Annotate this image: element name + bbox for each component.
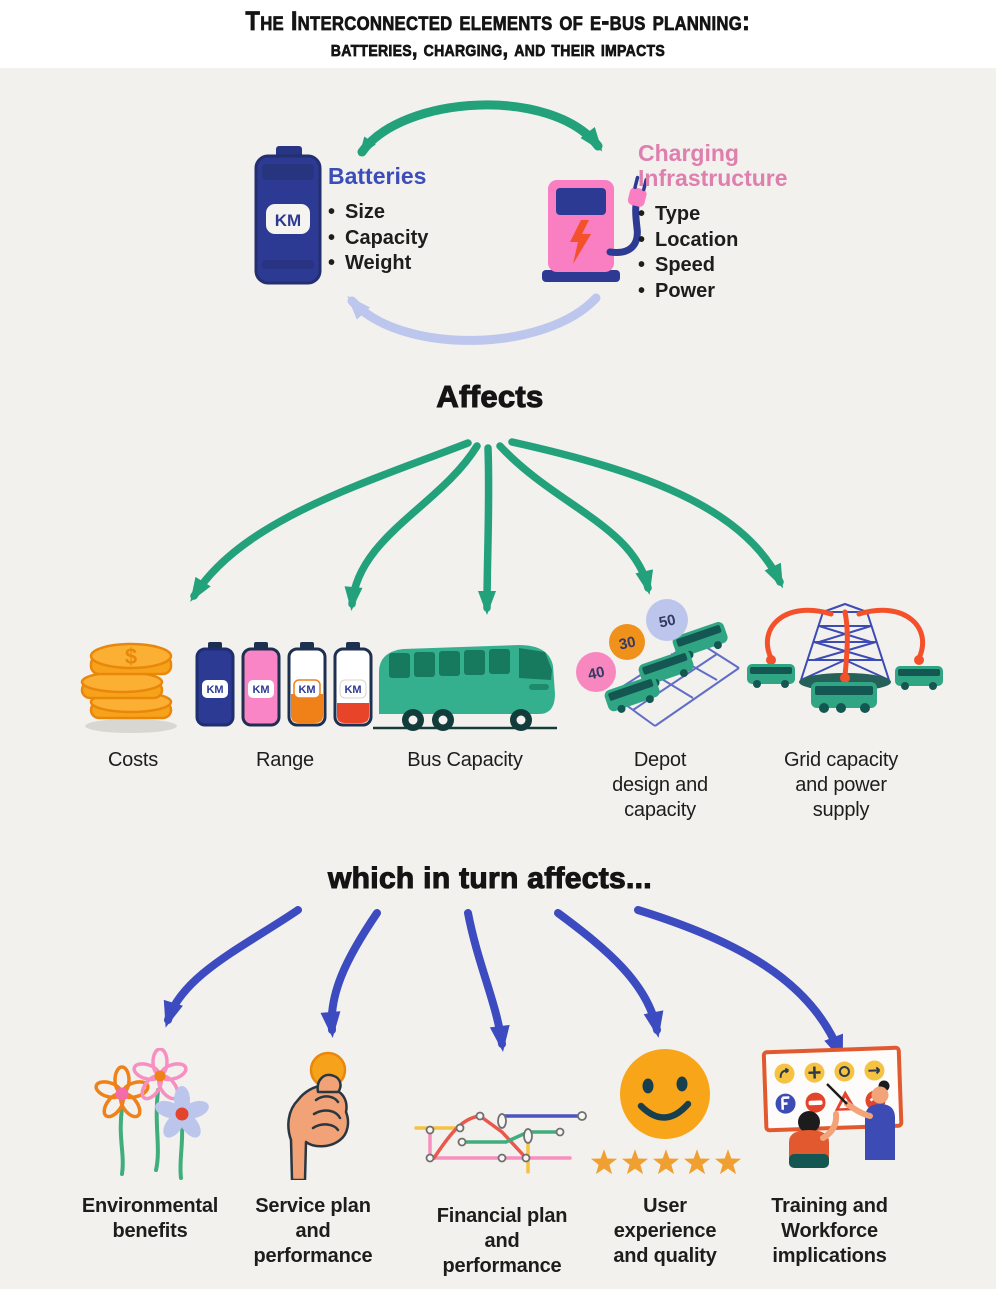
battery-km-label: KM [275, 211, 301, 230]
batteries-item: Capacity [328, 226, 488, 252]
charging-block: Charging Infrastructure Type Location Sp… [638, 141, 823, 304]
service-plan-label: Service plan and performance [253, 1195, 373, 1267]
batteries-item: Weight [328, 251, 488, 277]
depot-price-bubble: 30 [617, 633, 637, 653]
in-turn-affects-heading: which in turn affects... [327, 861, 652, 895]
charging-item: Power [638, 279, 823, 305]
charging-heading: Charging Infrastructure [638, 140, 788, 191]
flowers-icon [94, 1048, 209, 1180]
range-label: Range [256, 749, 314, 771]
range-km-label: KM [206, 684, 223, 696]
environmental-label: Environmental benefits [81, 1195, 219, 1242]
power-grid-column: Grid capacity and power supply [731, 588, 951, 823]
hand-coin-icon [287, 1051, 350, 1180]
page-title-line1: The Interconnected elements of e-bus pla… [245, 5, 751, 36]
environmental-column: Environmental benefits [75, 1040, 225, 1244]
range-km-label: KM [252, 684, 269, 696]
range-km-label: KM [298, 684, 315, 696]
batteries-item: Size [328, 200, 488, 226]
bus-capacity-label: Bus Capacity [407, 749, 523, 771]
page-title-line2: batteries, charging, and their impacts [330, 35, 666, 62]
charging-item: Speed [638, 253, 823, 279]
financial-plan-label: Financial plan and performance [436, 1205, 568, 1277]
bus-capacity-column: Bus Capacity [368, 588, 562, 773]
user-experience-column: User experience and quality [590, 1040, 741, 1269]
charging-list: Type Location Speed Power [638, 202, 823, 304]
depot-label: Depot design and capacity [612, 749, 708, 821]
power-grid-label: Grid capacity and power supply [783, 749, 899, 821]
training-board-icon [761, 1045, 904, 1168]
depot-icon: 50 30 40 [576, 599, 740, 727]
affects-heading: Affects [436, 378, 544, 414]
range-km-label: KM [344, 684, 361, 696]
student-figure [789, 1111, 840, 1168]
batteries-list: Size Capacity Weight [328, 200, 488, 277]
range-column: KM KM KM [195, 588, 375, 773]
training-label: Training and Workforce implications [771, 1195, 888, 1267]
charging-item: Location [638, 228, 823, 254]
user-experience-label: User experience and quality [613, 1195, 717, 1267]
battery-icon: KM [254, 146, 322, 285]
depot-price-bubble: 50 [657, 611, 677, 631]
power-grid-icon [747, 602, 943, 713]
bus-icon [373, 645, 557, 731]
coins-icon: $ [80, 642, 177, 733]
depot-bus [604, 622, 728, 713]
affects-arrows [190, 438, 784, 615]
service-plan-column: Service plan and performance [248, 1040, 378, 1269]
financial-plan-column: Financial plan and performance [407, 1040, 597, 1279]
star-rating [590, 1149, 741, 1175]
teacher-figure [826, 1080, 895, 1160]
charging-item: Type [638, 202, 823, 228]
in-turn-affects-arrows [163, 906, 844, 1062]
batteries-block: Batteries Size Capacity Weight [328, 164, 488, 277]
costs-column: $ Costs [63, 588, 203, 773]
depot-column: 50 30 40 Depot design and capacity [575, 588, 745, 823]
cycle-arc-green [357, 100, 603, 157]
range-batteries-icon: KM KM KM [195, 642, 373, 727]
title-bar: The Interconnected elements of e-bus pla… [0, 0, 996, 68]
training-column: Training and Workforce implications [737, 1040, 922, 1269]
depot-price-bubble: 40 [586, 663, 606, 683]
smiley-stars-icon [590, 1049, 741, 1175]
coin-currency-symbol: $ [125, 644, 137, 669]
batteries-heading: Batteries [328, 163, 427, 189]
grid-bus [747, 664, 943, 713]
cycle-arc-lavender [347, 293, 601, 345]
transit-map-icon [413, 1111, 587, 1174]
costs-label: Costs [107, 749, 159, 771]
